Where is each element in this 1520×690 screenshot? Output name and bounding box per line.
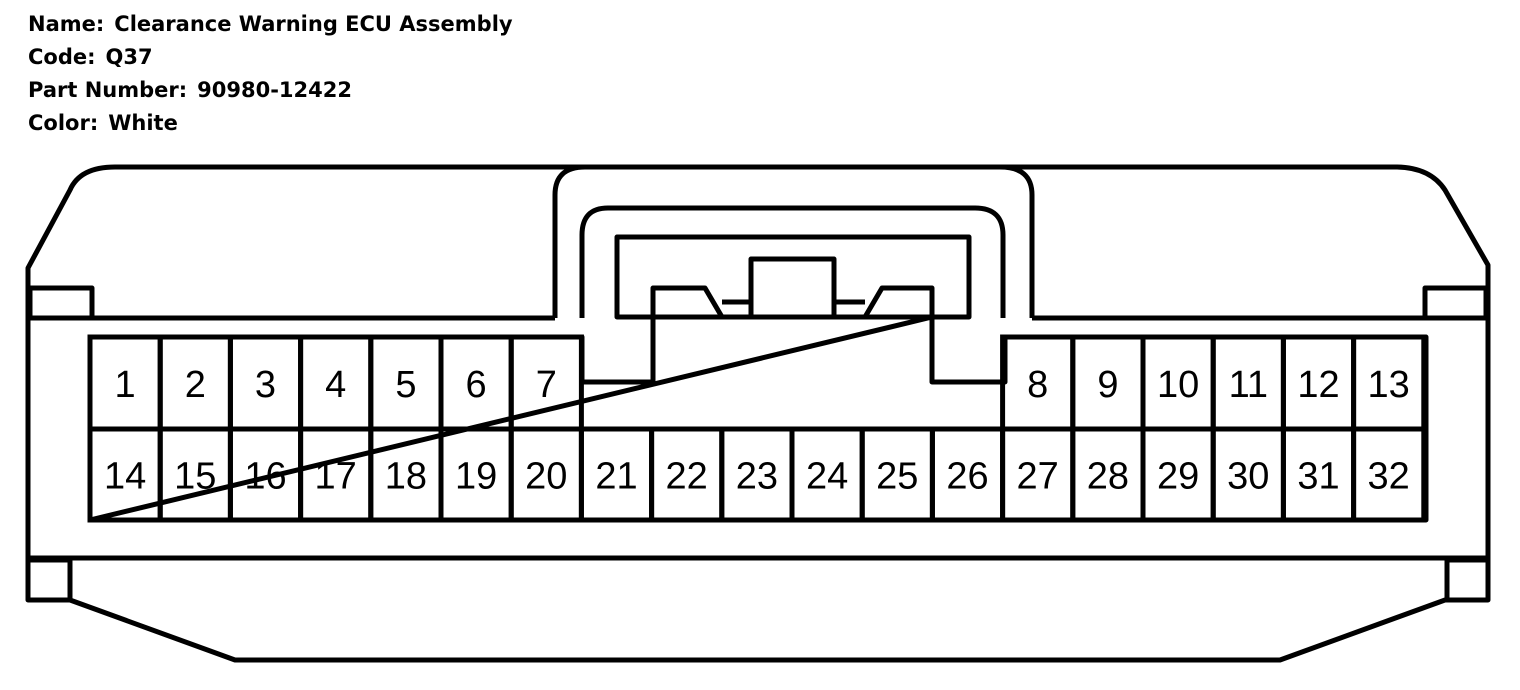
name-value: Clearance Warning ECU Assembly xyxy=(114,12,513,36)
pin-number: 25 xyxy=(876,456,918,498)
pin-number: 30 xyxy=(1227,456,1269,498)
pin-number: 6 xyxy=(466,364,487,406)
pin-cell-22: 22 xyxy=(649,426,725,523)
color-row: Color: White xyxy=(28,107,513,140)
pin-cell-8: 8 xyxy=(1000,334,1076,432)
pin-cell-23: 23 xyxy=(719,426,795,523)
pin-cell-border xyxy=(1351,426,1427,523)
pin-cell-14: 14 xyxy=(87,426,163,523)
pin-number: 26 xyxy=(946,456,988,498)
pin-number: 27 xyxy=(1017,456,1059,498)
pin-cell-2: 2 xyxy=(157,334,233,432)
part-number-label: Part Number: xyxy=(28,78,188,102)
pin-number: 21 xyxy=(595,456,637,498)
pin-cell-9: 9 xyxy=(1070,334,1146,432)
code-value: Q37 xyxy=(105,45,153,69)
part-number-row: Part Number: 90980-12422 xyxy=(28,74,513,107)
connector-info: Name: Clearance Warning ECU Assembly Code… xyxy=(28,8,513,140)
pin-cell-11: 11 xyxy=(1210,334,1286,432)
pin-cell-32: 32 xyxy=(1351,426,1427,523)
pin-number: 3 xyxy=(255,364,276,406)
pin-cell-28: 28 xyxy=(1070,426,1146,523)
pin-number: 1 xyxy=(115,364,136,406)
color-label: Color: xyxy=(28,111,99,135)
pin-number: 11 xyxy=(1229,364,1268,406)
pin-number: 28 xyxy=(1087,456,1129,498)
pin-cell-15: 15 xyxy=(157,426,233,523)
code-label: Code: xyxy=(28,45,96,69)
pin-number: 9 xyxy=(1097,364,1118,406)
pin-cell-24: 24 xyxy=(789,426,865,523)
connector-housing xyxy=(25,164,1491,663)
pin-number: 17 xyxy=(315,456,357,498)
pin-cell-21: 21 xyxy=(578,426,655,523)
pin-number: 4 xyxy=(325,364,346,406)
part-number-value: 90980-12422 xyxy=(197,78,352,102)
pin-number: 29 xyxy=(1157,456,1199,498)
pin-cell-4: 4 xyxy=(298,334,374,432)
pin-number: 31 xyxy=(1297,456,1339,498)
pin-number: 14 xyxy=(104,456,146,498)
pin-cell-29: 29 xyxy=(1140,426,1216,523)
pin-number: 16 xyxy=(244,456,286,498)
pin-cell-17: 17 xyxy=(298,426,374,523)
pin-number: 15 xyxy=(174,456,216,498)
pin-cell-30: 30 xyxy=(1210,426,1286,523)
pin-number: 32 xyxy=(1368,456,1410,498)
pin-row-bottom: 14 15 16 17 18 19 20 21 22 23 24 25 26 27 28 29 30 31 32 xyxy=(87,426,1427,523)
pin-cell-13: 13 xyxy=(1351,334,1427,432)
code-row: Code: Q37 xyxy=(28,41,513,74)
name-row: Name: Clearance Warning ECU Assembly xyxy=(28,8,513,41)
pin-cell-20: 20 xyxy=(508,426,584,523)
pin-number: 10 xyxy=(1157,364,1199,406)
pin-cell-1: 1 xyxy=(87,334,163,432)
pin-cell-19: 19 xyxy=(438,426,514,523)
pin-cell-27: 27 xyxy=(1000,426,1076,523)
pin-cell-12: 12 xyxy=(1280,334,1357,432)
pin-number: 18 xyxy=(385,456,427,498)
name-label: Name: xyxy=(28,12,105,36)
pin-number: 23 xyxy=(736,456,778,498)
pin-cell-10: 10 xyxy=(1140,334,1216,432)
pin-cell-5: 5 xyxy=(368,334,444,432)
pin-cell-6: 6 xyxy=(438,334,514,432)
pin-cell-26: 26 xyxy=(929,426,1006,523)
pin-cell-3: 3 xyxy=(227,334,304,432)
pin-number: 24 xyxy=(806,456,848,498)
pin-number: 12 xyxy=(1297,364,1339,406)
pin-number: 13 xyxy=(1368,364,1410,406)
color-value: White xyxy=(108,111,178,135)
pin-number: 7 xyxy=(536,364,557,406)
pin-cell-31: 31 xyxy=(1280,426,1357,523)
pin-number: 8 xyxy=(1027,364,1048,406)
pin-number: 22 xyxy=(666,456,708,498)
pin-cell-16: 16 xyxy=(227,426,304,523)
pin-number: 2 xyxy=(185,364,206,406)
pin-cell-25: 25 xyxy=(859,426,935,523)
pin-number: 19 xyxy=(455,456,497,498)
pin-number: 5 xyxy=(395,364,416,406)
pin-number: 20 xyxy=(525,456,567,498)
